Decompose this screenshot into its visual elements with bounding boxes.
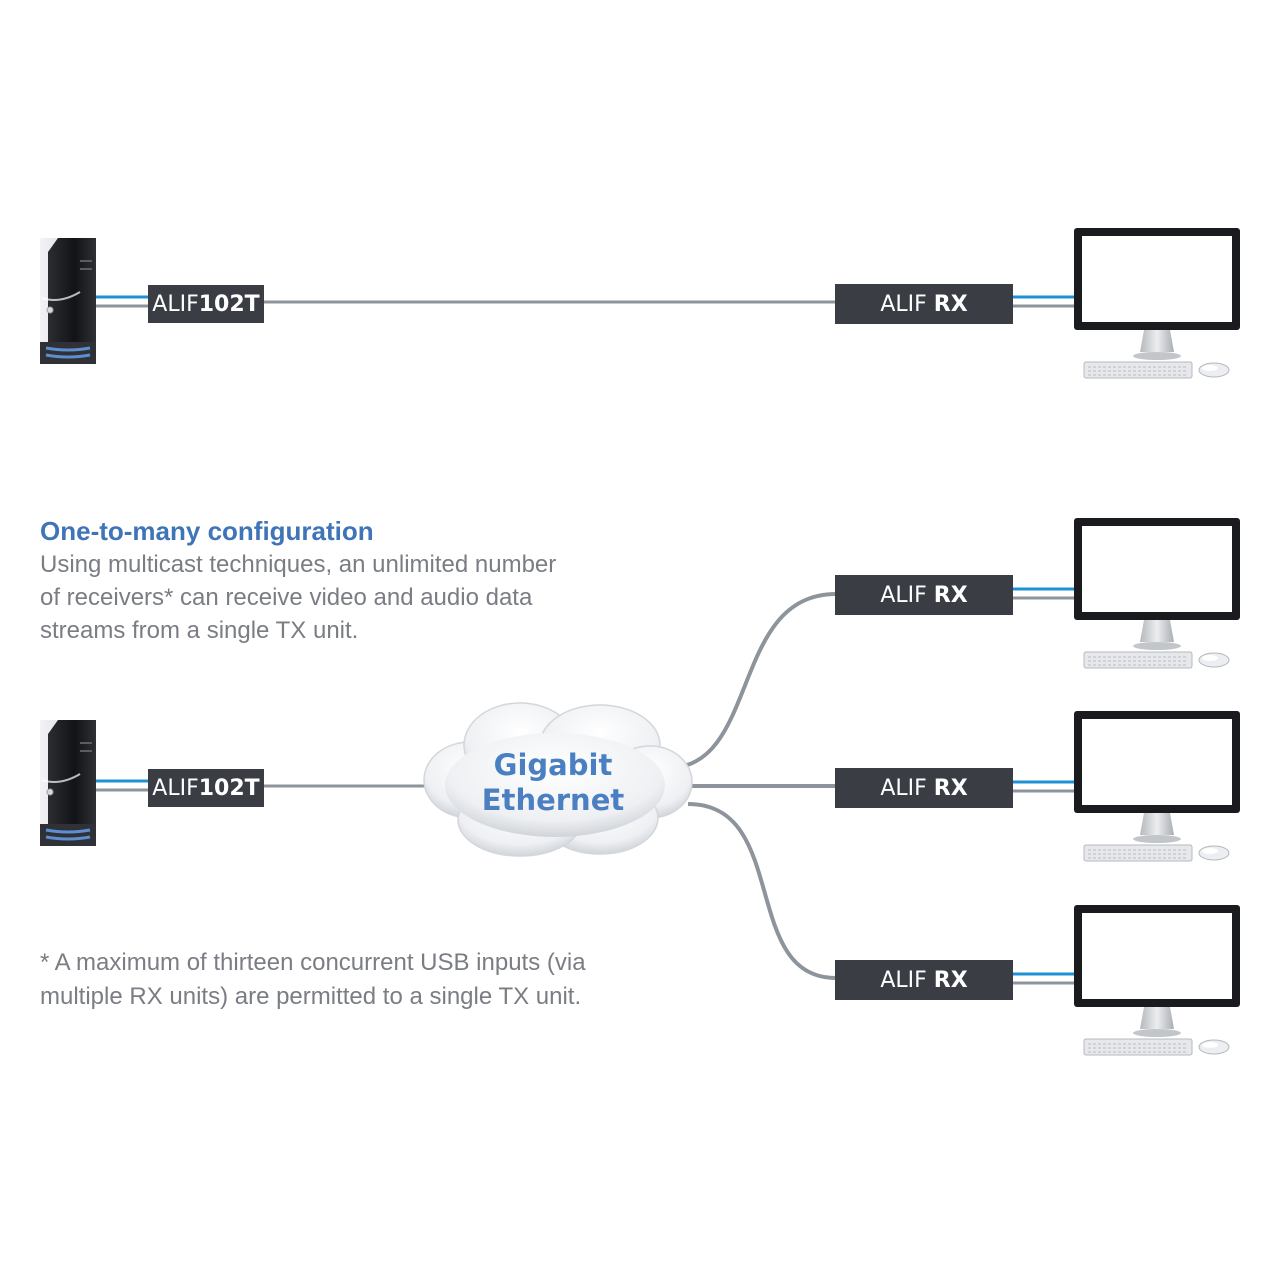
network-label-line1: Gigabit: [494, 748, 613, 782]
tower-computer-icon: [38, 718, 98, 848]
receiver-box: ALIF RX: [835, 960, 1013, 1000]
network-cable: [687, 802, 837, 980]
receiver-label-model: RX: [934, 968, 968, 993]
footnote: * A maximum of thirteen concurrent USB i…: [40, 946, 660, 1014]
configuration-body: Using multicast techniques, an unlimited…: [40, 548, 640, 647]
configuration-title: One-to-many configuration: [40, 516, 374, 546]
receiver-box: ALIF RX: [835, 284, 1013, 324]
transmitter-label-model: 102T: [199, 292, 260, 317]
svg-text:ALIF RX: ALIF RX: [880, 776, 967, 801]
transmitter-label-prefix: ALIF: [152, 292, 198, 317]
receiver-label-prefix: ALIF: [880, 583, 933, 608]
svg-text:ALIF102T: ALIF102T: [152, 776, 259, 801]
receiver-box: ALIF RX: [835, 575, 1013, 615]
receiver-label-prefix: ALIF: [880, 776, 933, 801]
svg-text:ALIF RX: ALIF RX: [880, 292, 967, 317]
description-line: of receivers* can receive video and audi…: [40, 584, 533, 611]
network-label-line2: Ethernet: [482, 783, 625, 817]
svg-text:ALIF RX: ALIF RX: [880, 583, 967, 608]
network-cable: [667, 592, 837, 770]
description-line: streams from a single TX unit.: [40, 617, 359, 644]
configuration-description: One-to-many configuration Using multicas…: [40, 514, 640, 647]
multicast-connection: ALIF102T Gigabit Ethernet ALIF RX: [38, 517, 1241, 1056]
footnote-line: * A maximum of thirteen concurrent USB i…: [40, 949, 586, 976]
svg-text:ALIF102T: ALIF102T: [152, 292, 259, 317]
transmitter-box: ALIF102T: [148, 285, 264, 323]
cloud-icon: Gigabit Ethernet: [423, 702, 693, 857]
receiver-label-prefix: ALIF: [880, 292, 933, 317]
tower-computer-icon: [38, 236, 98, 366]
receiver-label-prefix: ALIF: [880, 968, 933, 993]
monitor-icon: [1073, 904, 1241, 1056]
top-connection: ALIF102T ALIF RX: [38, 227, 1241, 379]
transmitter-label-model: 102T: [199, 776, 260, 801]
monitor-icon: [1073, 517, 1241, 669]
receiver-label-model: RX: [934, 292, 968, 317]
monitor-icon: [1073, 227, 1241, 379]
receiver-label-model: RX: [934, 776, 968, 801]
transmitter-label-prefix: ALIF: [152, 776, 198, 801]
description-line: Using multicast techniques, an unlimited…: [40, 551, 557, 578]
receiver-label-model: RX: [934, 583, 968, 608]
monitor-icon: [1073, 710, 1241, 862]
svg-text:ALIF RX: ALIF RX: [880, 968, 967, 993]
footnote-line: multiple RX units) are permitted to a si…: [40, 983, 582, 1010]
receiver-box: ALIF RX: [835, 768, 1013, 808]
transmitter-box: ALIF102T: [148, 769, 264, 807]
